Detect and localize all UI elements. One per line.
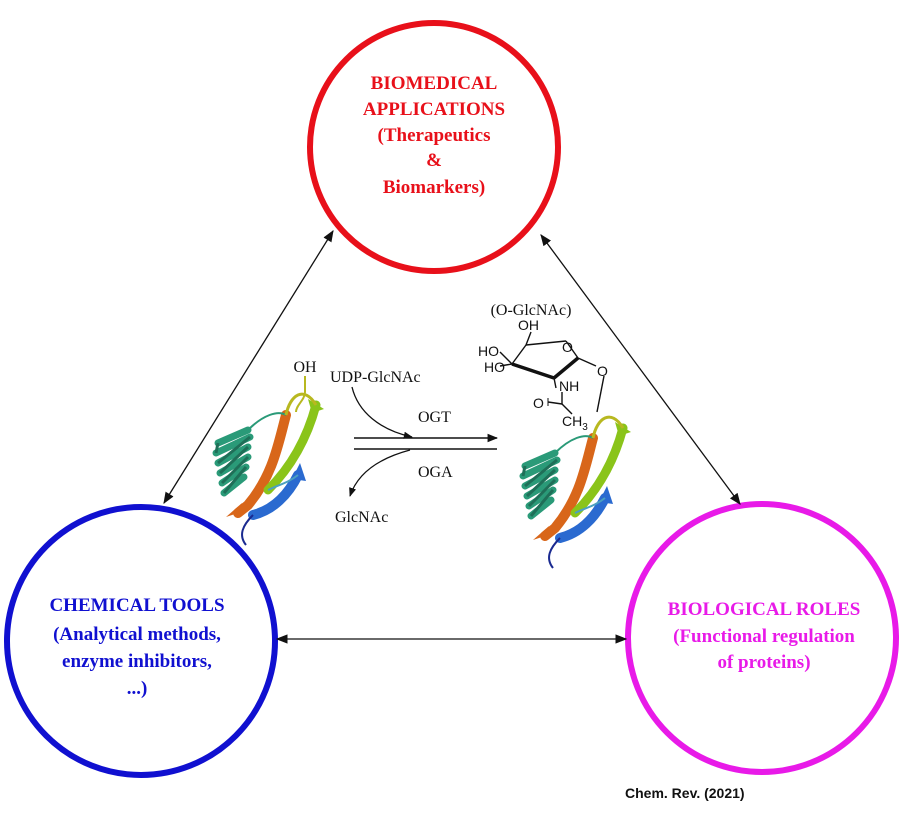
biomedical-line-1: APPLICATIONS	[363, 99, 505, 120]
chemical-line-3: ...)	[127, 678, 148, 699]
biological-text: BIOLOGICAL ROLES (Functional regulation …	[668, 599, 861, 673]
biological-line-1: (Functional regulation	[673, 626, 855, 647]
arrow-biomedical-biological	[540, 234, 741, 505]
donor-label: UDP-GlcNAc	[330, 369, 421, 386]
biological-line-2: of proteins)	[717, 652, 810, 673]
chemical-circle	[4, 504, 278, 778]
reaction-arrows	[349, 386, 499, 497]
glcnac-atom-labels: OH HO HO O O NH O CH3	[478, 317, 608, 433]
atom-ho-2: HO	[484, 359, 505, 375]
biomedical-text: BIOMEDICAL APPLICATIONS (Therapeutics & …	[363, 73, 505, 198]
chemical-line-1: (Analytical methods,	[53, 624, 221, 645]
arrow-biomedical-chemical	[163, 230, 334, 504]
released-label: GlcNAc	[335, 509, 388, 526]
reverse-enzyme-label: OGA	[418, 464, 453, 481]
substrate-oh: OH	[293, 359, 317, 376]
product-protein-icon	[523, 417, 631, 568]
biological-circle	[625, 501, 899, 775]
atom-ch3: CH3	[562, 413, 588, 433]
chemical-text: CHEMICAL TOOLS (Analytical methods, enzy…	[49, 595, 224, 699]
biological-line-0: BIOLOGICAL ROLES	[668, 599, 861, 620]
atom-ch3-sub: 3	[582, 422, 588, 433]
release-curve-arrow	[349, 449, 411, 497]
biomedical-line-0: BIOMEDICAL	[371, 73, 498, 94]
donor-curve-arrow	[351, 386, 413, 439]
biomedical-line-4: Biomarkers)	[383, 177, 485, 198]
citation: Chem. Rev. (2021)	[625, 785, 745, 801]
chemical-line-0: CHEMICAL TOOLS	[49, 595, 224, 616]
product-label: (O-GlcNAc)	[491, 302, 572, 319]
atom-carbonyl-o: O	[533, 395, 544, 411]
forward-enzyme-label: OGT	[418, 409, 451, 426]
chemical-line-2: enzyme inhibitors,	[62, 651, 212, 672]
biomedical-line-3: &	[426, 150, 442, 171]
biomedical-line-2: (Therapeutics	[378, 125, 491, 146]
biomedical-circle	[307, 20, 561, 274]
atom-ho-1: HO	[478, 343, 499, 359]
reaction-labels: UDP-GlcNAc OGT OGA GlcNAc	[330, 369, 453, 526]
atom-ch3-main: CH	[562, 413, 582, 429]
atom-link-o: O	[597, 363, 608, 379]
atom-ring-o: O	[562, 339, 573, 355]
glcnac-structure-icon	[499, 331, 605, 415]
atom-oh-top: OH	[518, 317, 539, 333]
protein-ribbon-icon	[216, 376, 324, 545]
atom-nh: NH	[559, 378, 579, 394]
